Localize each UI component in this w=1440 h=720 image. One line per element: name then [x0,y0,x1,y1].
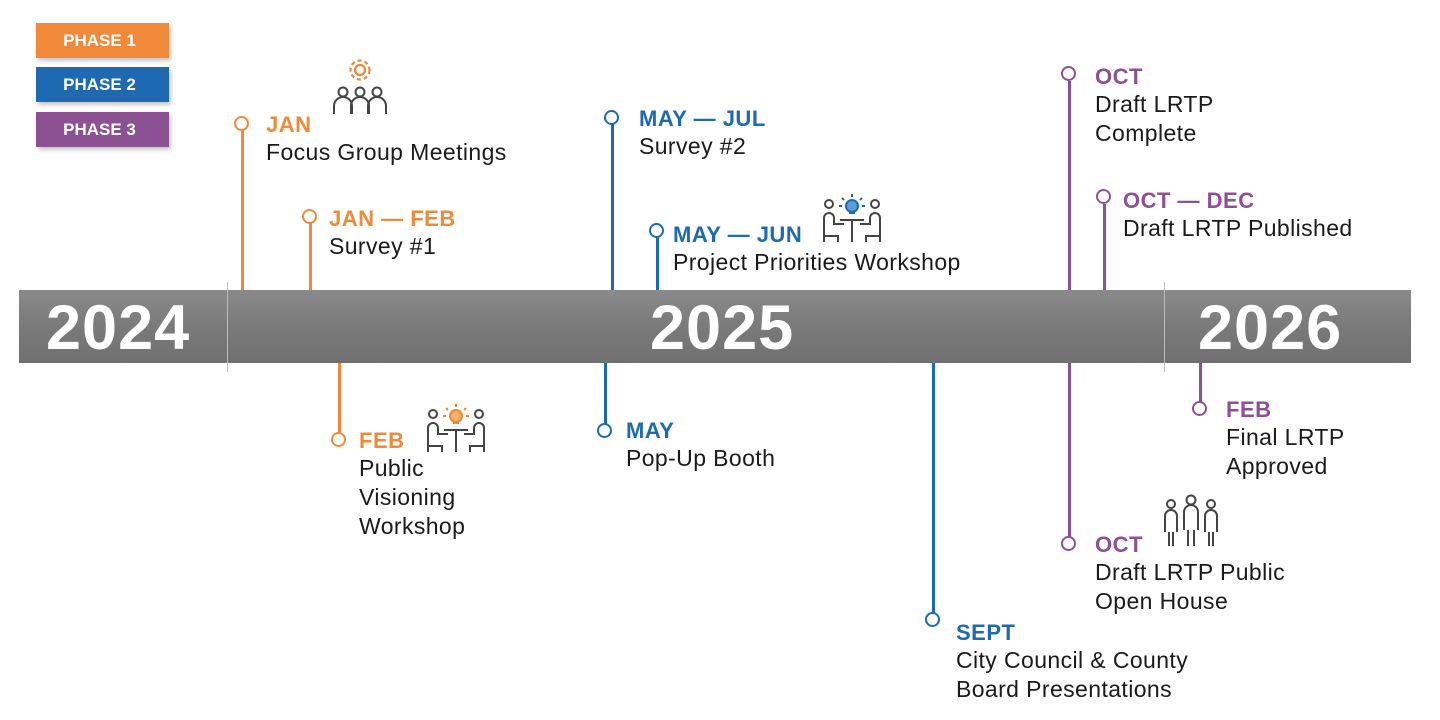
marker-may-booth [597,423,612,438]
year-2026: 2026 [1198,293,1343,363]
event-sept-presentations: SEPT City Council & County Board Present… [956,620,1188,704]
stem-feb-final [1199,363,1202,407]
stem-feb-visioning [338,363,341,435]
event-date: MAY — JUN [673,222,803,247]
marker-oct-open-house [1061,536,1076,551]
event-title: Project Priorities Workshop [673,249,961,275]
legend-phase-3: PHASE 3 [36,112,169,147]
event-title: Pop-Up Booth [626,445,776,471]
event-date: MAY [626,418,675,443]
event-may-booth: MAY Pop-Up Booth [626,418,775,473]
marker-mayjul-survey [604,110,619,125]
legend-phase-1: PHASE 1 [36,23,169,58]
event-date: MAY — JUL [639,106,766,131]
event-date: OCT — DEC [1123,188,1255,213]
event-title-line: Visioning [359,484,456,510]
event-date: JAN [266,112,312,137]
legend-phase-2: PHASE 2 [36,67,169,102]
stem-mayjul-survey [611,123,614,290]
marker-jan-focus [234,116,249,131]
marker-mayjun-workshop [649,223,664,238]
stem-janfeb-survey [309,222,312,290]
event-title-line: Approved [1226,453,1328,479]
event-date: OCT [1095,64,1143,89]
stem-may-booth [604,363,607,428]
event-title-line: Board Presentations [956,676,1173,702]
event-date: JAN — FEB [329,206,456,231]
gear-people-icon [333,59,387,114]
stem-oct-open-house [1068,363,1071,541]
band-divider-2026 [1164,282,1165,372]
marker-sept-presentations [925,612,940,627]
stem-jan-focus [241,128,244,290]
year-2024: 2024 [46,293,191,363]
marker-feb-final [1192,401,1207,416]
event-title-line: Draft LRTP Public [1095,559,1286,585]
event-mayjul-survey: MAY — JUL Survey #2 [639,106,766,161]
marker-octdec-published [1096,189,1111,204]
event-date: FEB [1226,397,1272,422]
event-janfeb-survey: JAN — FEB Survey #1 [329,206,456,261]
stem-sept-presentations [932,363,935,617]
event-oct-open-house: OCT Draft LRTP Public Open House [1095,532,1285,616]
event-jan-focus: JAN Focus Group Meetings [266,112,507,167]
stem-oct-draft-complete [1068,81,1071,290]
meeting-table-icon [823,194,881,242]
stem-octdec-published [1103,204,1106,290]
event-title: Draft LRTP Published [1123,215,1353,241]
stem-mayjun-workshop [656,236,659,290]
event-date: OCT [1095,532,1143,557]
band-divider-2024 [227,282,228,372]
marker-janfeb-survey [302,209,317,224]
event-feb-visioning: FEB Public Visioning Workshop [359,428,465,541]
event-title: Survey #1 [329,233,437,259]
event-title-line: Final LRTP [1226,424,1345,450]
event-oct-draft-complete: OCT Draft LRTP Complete [1095,64,1214,148]
event-title-line: Workshop [359,513,466,539]
event-mayjun-workshop: MAY — JUN Project Priorities Workshop [673,222,961,277]
group-people-icon [1164,494,1218,546]
event-title-line: Open House [1095,588,1229,614]
event-title: Survey #2 [639,133,747,159]
year-2025: 2025 [650,293,795,363]
timeline-band [19,290,1411,363]
marker-oct-draft-complete [1061,66,1076,81]
event-title-line: Public [359,455,425,481]
event-title: Focus Group Meetings [266,139,507,165]
event-date: FEB [359,428,405,453]
event-date: SEPT [956,620,1016,645]
event-title-line: Complete [1095,120,1197,146]
event-title-line: Draft LRTP [1095,91,1214,117]
marker-feb-visioning [331,432,346,447]
meeting-table-icon [427,404,485,452]
event-title-line: City Council & County [956,647,1189,673]
event-octdec-published: OCT — DEC Draft LRTP Published [1123,188,1353,243]
event-feb-final: FEB Final LRTP Approved [1226,397,1345,481]
